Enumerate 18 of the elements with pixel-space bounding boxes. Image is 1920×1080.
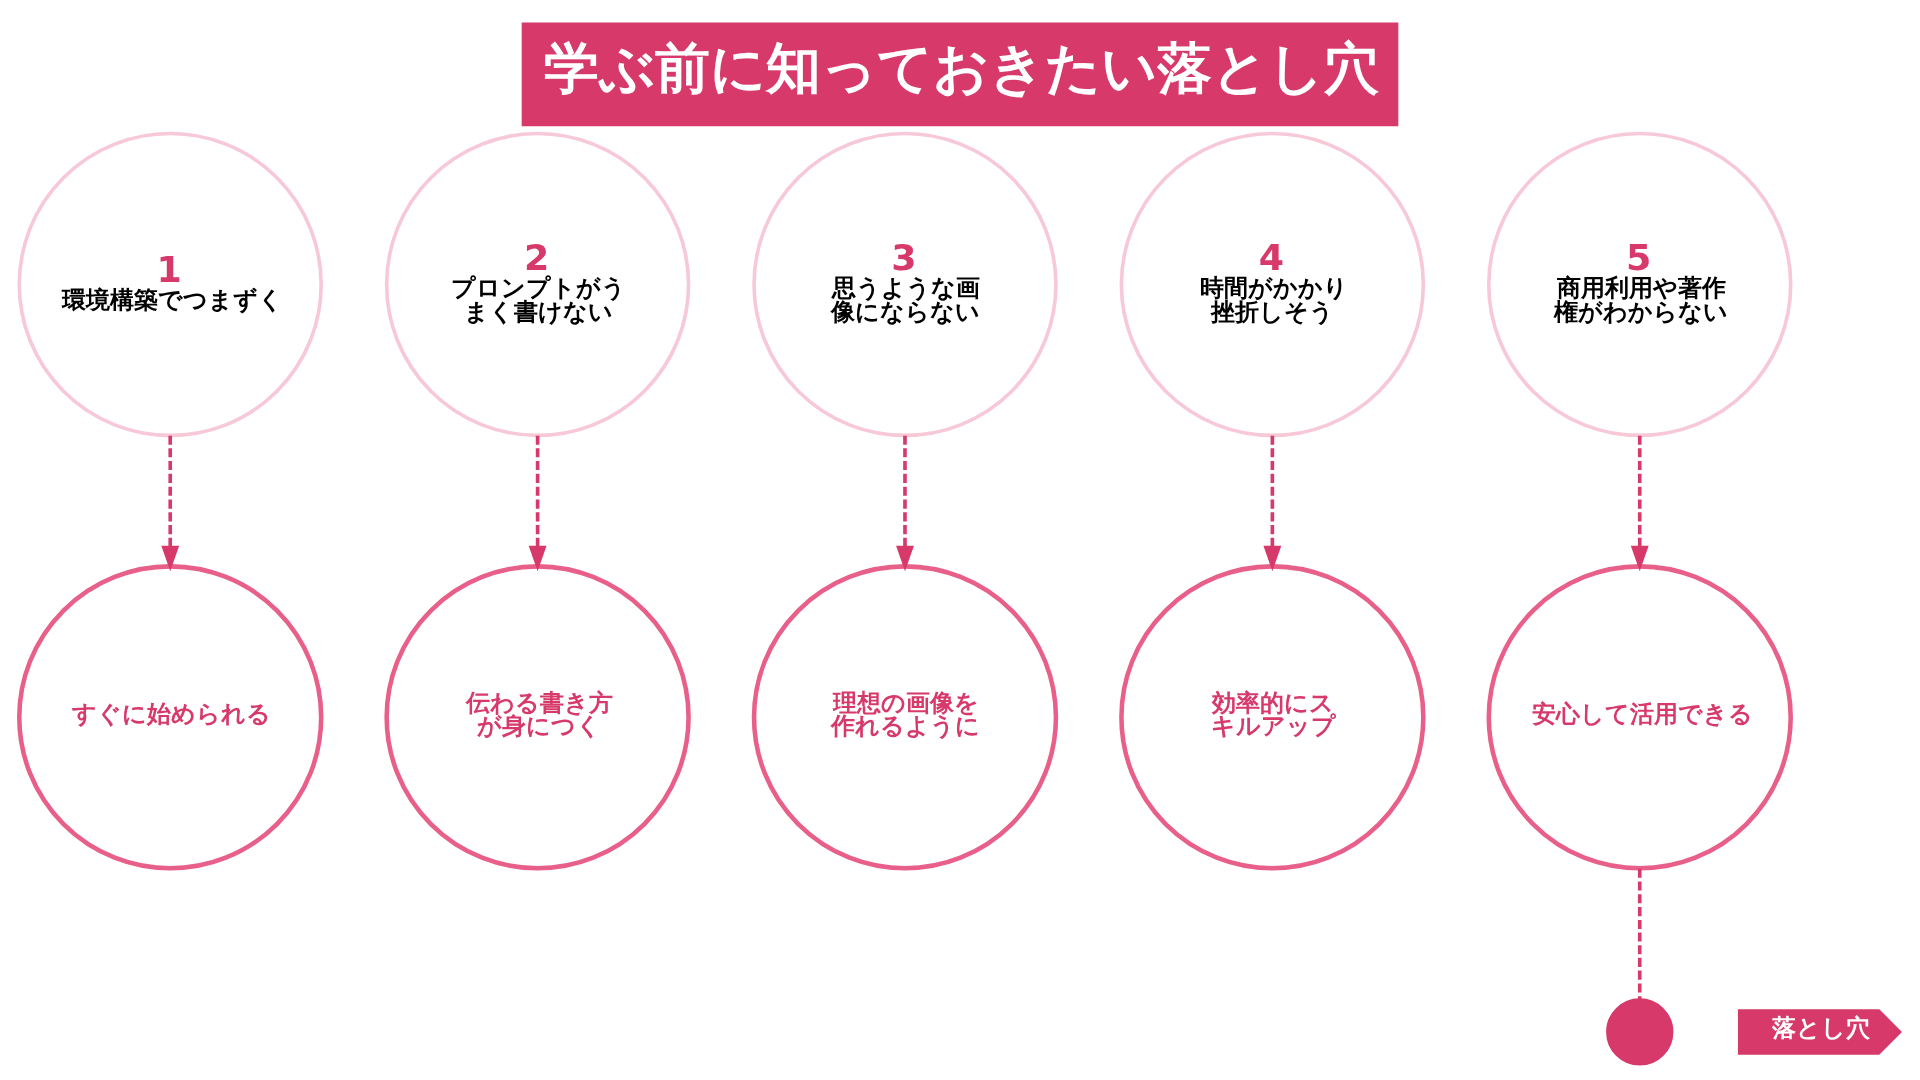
arrow [896,435,914,572]
node-person [1606,998,1674,1066]
node-circle: すぐに始められる [17,564,324,871]
arrow [1630,435,1649,572]
node-circle: 安心して活用できる [1486,564,1793,871]
diagram-title: 学ぶ前に知っておきたい落とし穴 [543,36,1379,101]
arrow [528,435,547,572]
connector [1637,868,1642,999]
arrow [1263,435,1282,572]
node-circle: 理想の画像を作れるように [751,564,1059,871]
node-circle: 3 思うような画像にならない [752,131,1058,438]
node-circle: 2 プロンプトがうまく書けない [384,131,691,438]
arrow [161,435,180,572]
node-circle: 4 時間がかかり挫折しそう [1119,131,1426,438]
node-circle: 効率的にスキルアップ [1119,564,1426,871]
node-circle: 5 商用利用や著作権がわからない [1486,131,1793,438]
node-circle: 伝わる書き方が身につく [384,564,691,871]
node-circle: 1 環境構築でつまずく [17,131,323,438]
